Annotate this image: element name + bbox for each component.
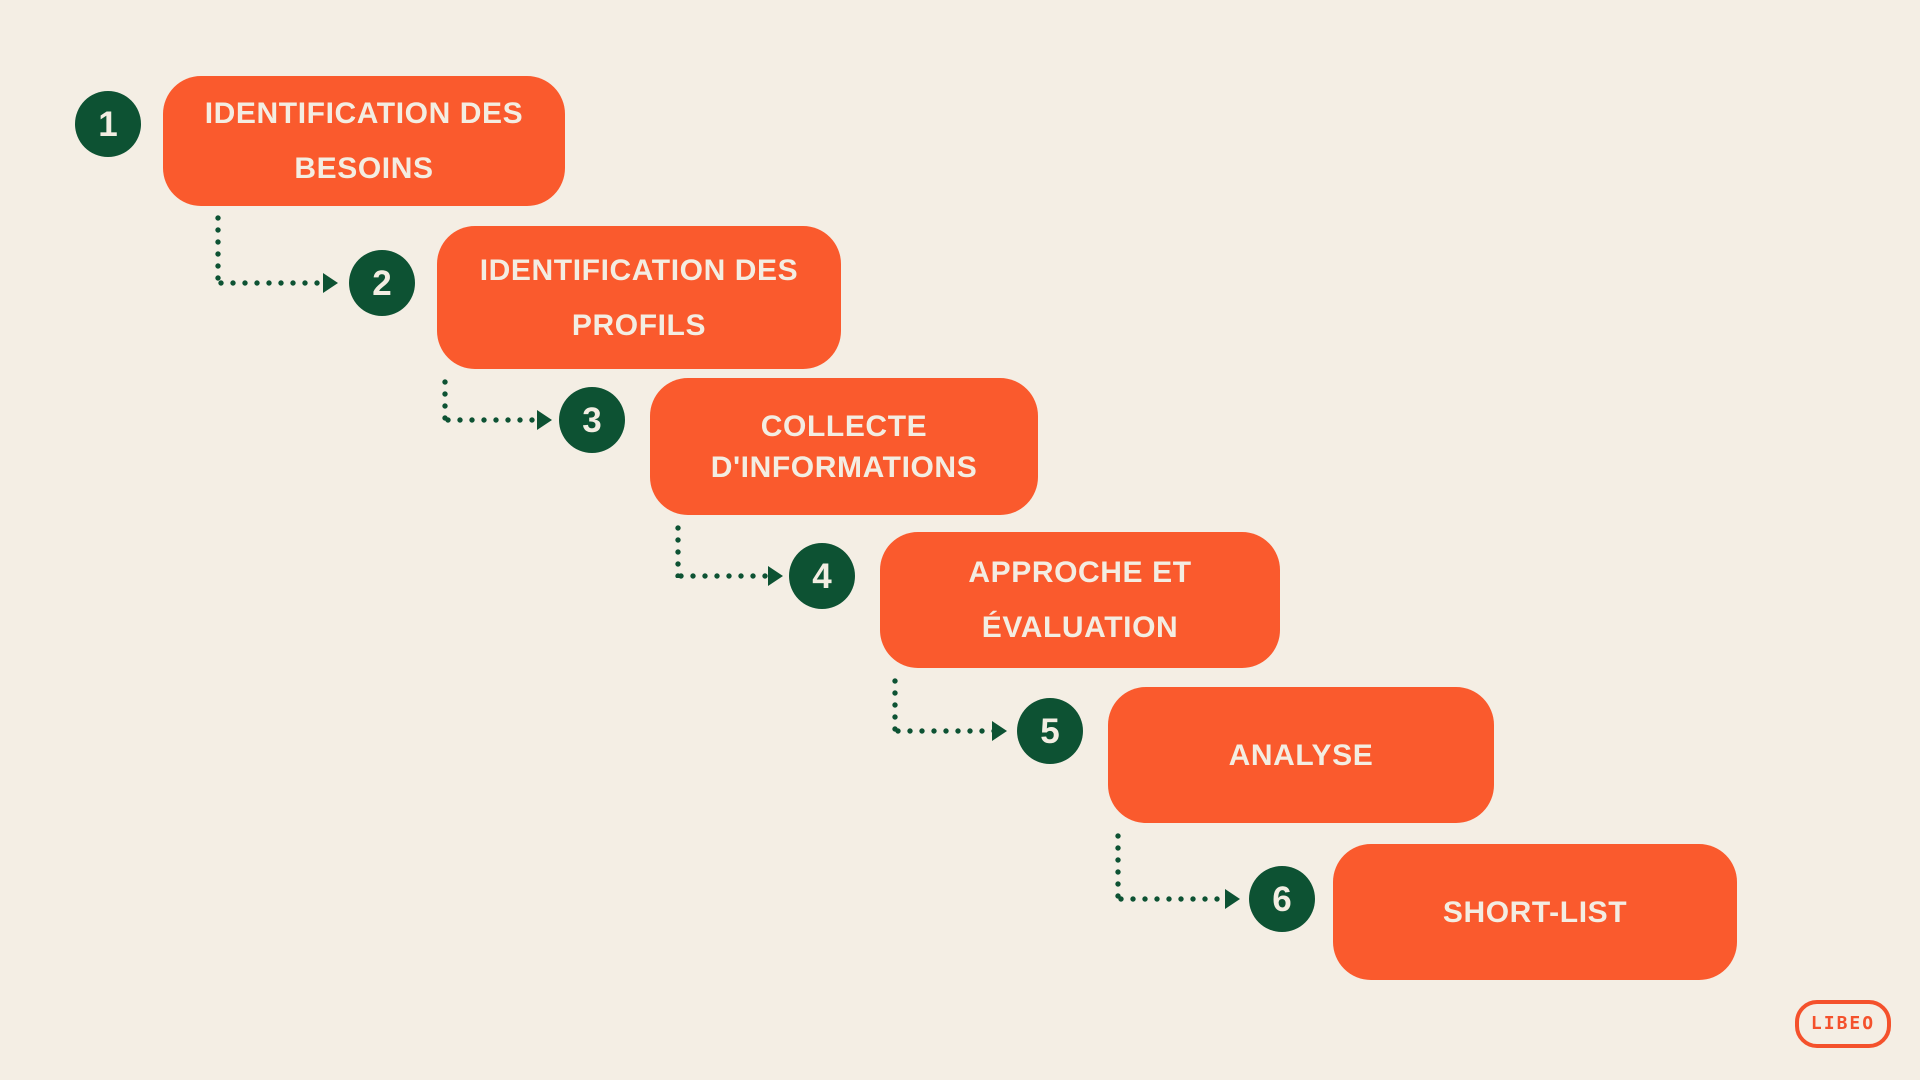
dotted-line-horizontal — [675, 573, 768, 579]
step-5-label: ANALYSE — [1228, 738, 1374, 772]
step-4-box: APPROCHE ET ÉVALUATION — [880, 532, 1280, 668]
step-4-number: 4 — [812, 556, 832, 596]
dotted-line-vertical — [442, 376, 448, 422]
step-2-label: IDENTIFICATION DES PROFILS — [479, 253, 799, 342]
step-6-number-badge: 6 — [1249, 866, 1315, 932]
libeo-logo-text: LIBEO — [1810, 1013, 1876, 1034]
step-3-box: COLLECTE D'INFORMATIONS — [650, 378, 1038, 515]
step-1-number-badge: 1 — [75, 91, 141, 157]
step-1-label: IDENTIFICATION DES BESOINS — [204, 97, 524, 185]
arrow-right-icon — [768, 566, 783, 586]
arrow-right-icon — [323, 273, 338, 293]
step-2-number: 2 — [372, 263, 392, 303]
step-6-box: SHORT-LIST — [1333, 844, 1737, 980]
dotted-line-horizontal — [892, 728, 992, 734]
step-3-number-badge: 3 — [559, 387, 625, 453]
dotted-line-vertical — [892, 675, 898, 733]
dotted-line-horizontal — [1115, 896, 1225, 902]
step-3-number: 3 — [582, 400, 602, 440]
step-2-number-badge: 2 — [349, 250, 415, 316]
dotted-line-vertical — [675, 522, 681, 578]
step-4-label: APPROCHE ET ÉVALUATION — [968, 556, 1192, 644]
step-4-number-badge: 4 — [789, 543, 855, 609]
step-1-number: 1 — [98, 104, 118, 144]
dotted-line-vertical — [1115, 830, 1121, 901]
libeo-logo: LIBEO — [1795, 1000, 1891, 1048]
dotted-line-vertical — [215, 212, 221, 284]
step-3-label: COLLECTE D'INFORMATIONS — [710, 409, 978, 484]
step-2-box: IDENTIFICATION DES PROFILS — [437, 226, 841, 369]
arrow-right-icon — [992, 721, 1007, 741]
dotted-line-horizontal — [442, 417, 537, 423]
step-6-label: SHORT-LIST — [1442, 895, 1628, 929]
step-6-number: 6 — [1272, 879, 1292, 919]
step-1-box: IDENTIFICATION DES BESOINS — [163, 76, 565, 206]
arrow-right-icon — [537, 410, 552, 430]
dotted-line-horizontal — [215, 280, 323, 286]
step-5-box: ANALYSE — [1108, 687, 1494, 823]
arrow-right-icon — [1225, 889, 1240, 909]
step-5-number: 5 — [1040, 711, 1060, 751]
step-5-number-badge: 5 — [1017, 698, 1083, 764]
